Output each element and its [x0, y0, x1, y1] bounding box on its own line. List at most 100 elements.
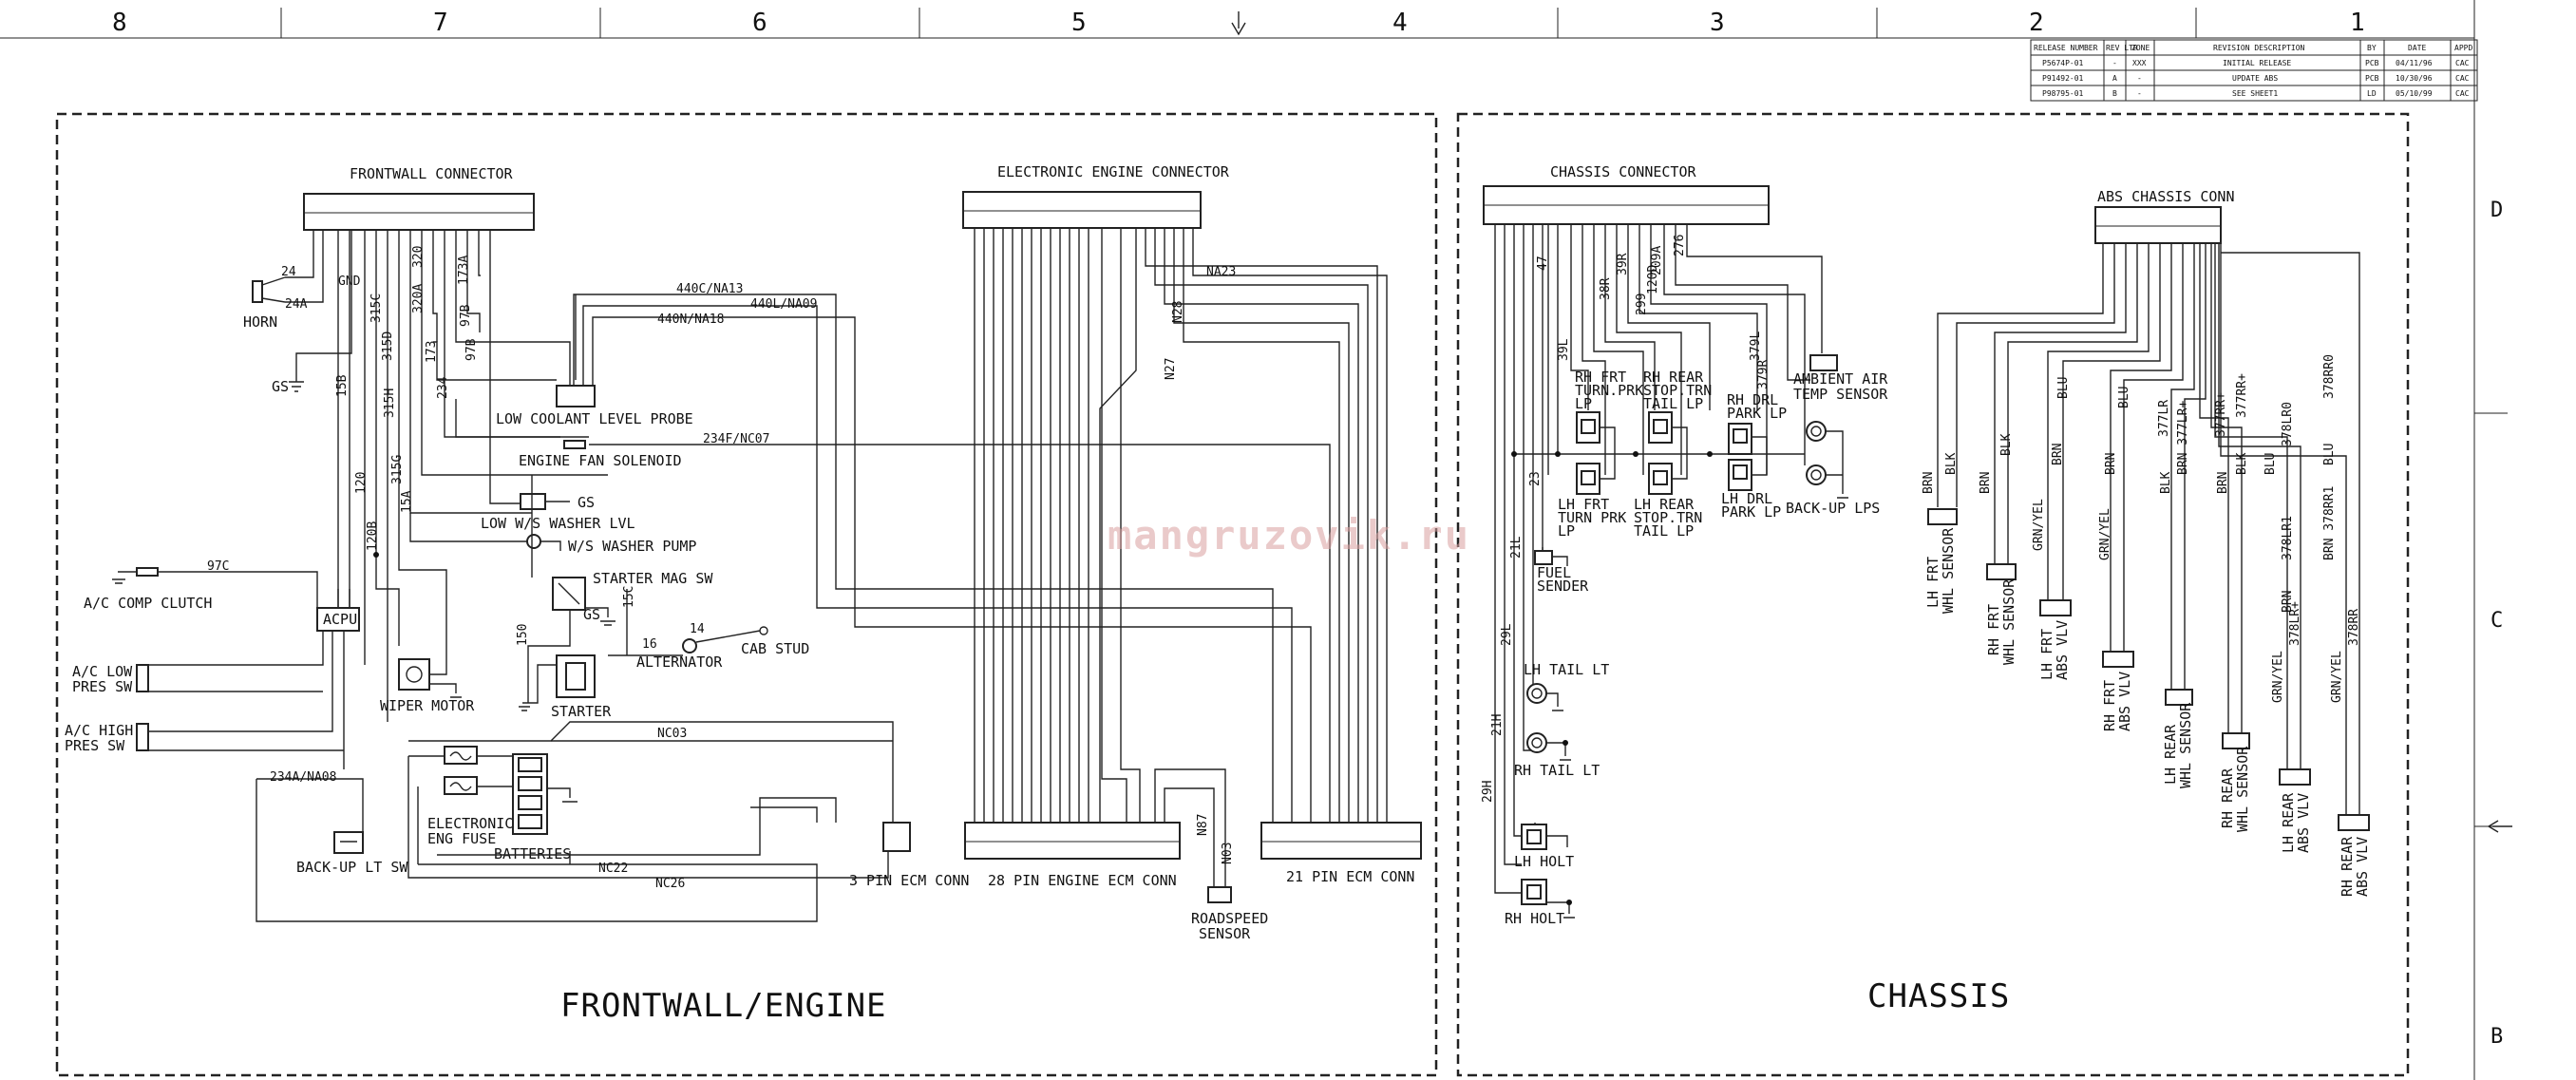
wire-120: 120	[354, 472, 369, 494]
abs-wire-378rr0: 378RR0	[2322, 354, 2337, 399]
rev-row0-release: P5674P-01	[2042, 59, 2084, 67]
chassis-wire-379r: 379R	[1756, 360, 1771, 389]
rev-row1-appd: CAC	[2455, 74, 2470, 83]
engine-fan-solenoid-label: ENGINE FAN SOLENOID	[519, 452, 682, 469]
lh-rear-stop-lamp	[1648, 463, 1673, 495]
horn	[252, 230, 324, 303]
ac-low-label-1: A/C LOW	[72, 663, 133, 680]
lh-frt-turn-label-2: TURN PRK	[1558, 509, 1626, 526]
ecm-3-pin-connector	[882, 822, 911, 852]
fuel-sender-label-2: SENDER	[1537, 578, 1589, 595]
rev-header-desc: REVISION DESCRIPTION	[2213, 44, 2305, 52]
wiper-motor	[398, 658, 430, 691]
abs-wire-brn-6: BRN	[2281, 591, 2295, 613]
rev-row2-ltr: B	[2112, 89, 2117, 98]
gs-label-2: GS	[578, 494, 595, 511]
zone-col-3: 3	[1710, 9, 1725, 37]
abs-wire-blu-3: BLU	[2263, 453, 2278, 475]
junction-dot-1	[373, 552, 379, 558]
abs-wire-blu-1: BLU	[2056, 377, 2071, 399]
abs-device-5-label-1: RH REAR	[2219, 767, 2236, 828]
ecm-21-pin-label: 21 PIN ECM CONN	[1286, 868, 1414, 885]
ambient-label-1: AMBIENT AIR	[1793, 370, 1888, 388]
rev-row0-appd: CAC	[2455, 59, 2470, 67]
backup-switch-label: BACK-UP LT SW	[296, 859, 408, 876]
zone-col-5: 5	[1071, 9, 1087, 37]
rev-row1-date: 10/30/96	[2396, 74, 2433, 83]
frontwall-frame	[55, 112, 1438, 1077]
frontwall-connector	[303, 193, 535, 231]
rh-rear-stop-lamp	[1648, 411, 1673, 444]
rev-header-date: DATE	[2408, 44, 2426, 52]
fuse-label-1: ELECTRONIC	[427, 815, 513, 832]
abs-device-2-label-2: ABS VLV	[2054, 620, 2071, 680]
abs-connector-label: ABS CHASSIS CONN	[2097, 188, 2235, 205]
wire-234: 234	[436, 376, 450, 399]
wire-nc26: NC26	[655, 877, 685, 891]
rev-header-by: BY	[2367, 44, 2377, 52]
abs-wire-blu-4: BLU	[2322, 444, 2337, 465]
frontwall-title: FRONTWALL/ENGINE	[560, 987, 887, 1025]
lh-front-turn-lamp	[1576, 463, 1601, 495]
wire-315g: 315G	[390, 455, 405, 484]
abs-device-3-label-2: ABS VLV	[2116, 672, 2133, 731]
rev-row0-by: PCB	[2365, 59, 2379, 67]
abs-wire-378lrp: 378LR+	[2288, 601, 2302, 646]
washer-pump-label: W/S WASHER PUMP	[568, 538, 696, 555]
wire-315d: 315D	[381, 332, 395, 361]
ac-high-pressure-switch	[136, 723, 149, 751]
chassis-wire-23: 23	[1528, 471, 1543, 486]
wire-nc03: NC03	[657, 727, 687, 741]
abs-device-0-label-2: WHL SENSOR	[1940, 527, 1957, 614]
abs-device-2-label-1: LH FRT	[2038, 629, 2055, 680]
rev-row2-date: 05/10/99	[2396, 89, 2433, 98]
abs-wire-377rrp: 377RR+	[2214, 392, 2228, 437]
fuel-sender	[1534, 550, 1553, 565]
chassis-wire-bundle	[1494, 224, 1823, 894]
lh-drl-label-1: LH DRL	[1721, 490, 1772, 507]
gs-label-3: GS	[583, 606, 600, 623]
abs-wire-378rrp: 378RR	[2347, 609, 2361, 646]
fuse-label-2: ENG FUSE	[427, 830, 496, 847]
abs-lh-frt-abs-vlv	[2039, 599, 2072, 616]
abs-wire-grnyel-3: GRN/YEL	[2271, 651, 2285, 703]
rh-frt-turn-label-1: RH FRT	[1575, 369, 1626, 386]
abs-wire-brn-1: BRN	[1922, 472, 1936, 494]
rev-row2-desc: SEE SHEET1	[2232, 89, 2278, 98]
lh-rear-stop-label-1: LH REAR	[1634, 496, 1695, 513]
ambient-label-2: TEMP SENSOR	[1793, 386, 1888, 403]
wire-234a: 234A/NA08	[270, 770, 336, 785]
wire-440l: 440L/NA09	[750, 297, 817, 312]
low-coolant-probe	[556, 385, 596, 407]
abs-device-0-label-1: LH FRT	[1924, 557, 1941, 608]
ac-high-label-1: A/C HIGH	[65, 722, 133, 739]
rh-drl-label-1: RH DRL	[1727, 391, 1778, 408]
wire-97t: 97B	[459, 304, 473, 327]
engine-connector	[962, 191, 1202, 229]
ac-low-label-2: PRES SW	[72, 678, 133, 695]
wire-173a: 173A	[457, 256, 471, 285]
wire-150: 150	[516, 624, 530, 646]
rev-row1-zone: -	[2137, 74, 2142, 83]
rh-holt-lamp	[1521, 879, 1547, 905]
abs-rh-frt-whl-sensor	[1986, 563, 2017, 580]
chassis-wire-379l: 379L	[1749, 332, 1763, 361]
abs-chassis-connector	[2094, 206, 2222, 244]
wire-315h: 315H	[383, 388, 397, 418]
wire-97c: 97C	[207, 559, 229, 574]
rev-row0-date: 04/11/96	[2396, 59, 2433, 67]
abs-lh-rear-abs-vlv	[2279, 768, 2311, 786]
abs-wire-377lrp: BRN 377LR+	[2176, 401, 2190, 475]
abs-wire-blk-1: BLK	[1944, 452, 1959, 475]
wire-173: 173	[425, 341, 439, 363]
lh-holt-lamp	[1521, 824, 1547, 850]
chassis-connector	[1483, 185, 1770, 225]
rev-row2-appd: CAC	[2455, 89, 2470, 98]
starter-mag-label: STARTER MAG SW	[593, 570, 713, 587]
ac-high-label-2: PRES SW	[65, 737, 125, 754]
abs-rh-frt-abs-vlv	[2102, 651, 2134, 668]
frontwall-connector-label: FRONTWALL CONNECTOR	[350, 165, 514, 182]
backup-lps-label: BACK-UP LPS	[1786, 500, 1880, 517]
abs-device-7-label-2: ABS VLV	[2354, 837, 2371, 897]
cab-stud-label: CAB STUD	[741, 640, 809, 657]
